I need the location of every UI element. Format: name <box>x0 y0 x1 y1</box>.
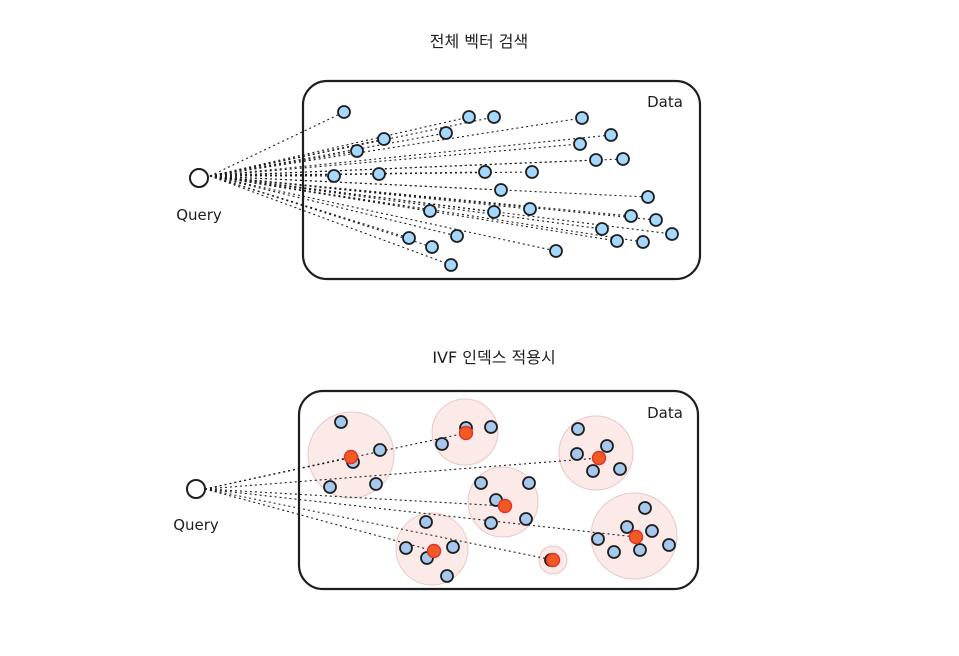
vector-point <box>484 516 498 530</box>
vector-point <box>616 152 630 166</box>
centroid-point <box>343 449 359 465</box>
full-search-title: 전체 벡터 검색 <box>430 32 529 51</box>
query-node-full <box>189 168 209 188</box>
connection-line <box>209 175 603 230</box>
vector-point <box>662 538 676 552</box>
vector-point <box>323 480 337 494</box>
vector-point <box>575 111 589 125</box>
connection-line <box>209 175 458 237</box>
centroid-point <box>545 552 561 568</box>
vector-point <box>549 244 563 258</box>
ivf-search-title: IVF 인덱스 적용시 <box>432 348 555 367</box>
vector-point <box>571 422 585 436</box>
vector-point <box>350 144 364 158</box>
vector-point <box>589 153 603 167</box>
vector-point <box>523 202 537 216</box>
vector-point <box>423 204 437 218</box>
vector-point <box>636 235 650 249</box>
centroid-connection-line <box>204 488 506 507</box>
vector-point <box>645 524 659 538</box>
vector-point <box>444 258 458 272</box>
vector-point <box>613 462 627 476</box>
vector-point <box>399 541 413 555</box>
connection-line <box>209 175 433 248</box>
vector-point <box>522 476 536 490</box>
vector-point <box>638 501 652 515</box>
vector-point <box>607 545 621 559</box>
connection-line <box>209 116 470 177</box>
connection-line <box>209 175 531 210</box>
vector-point <box>487 110 501 124</box>
connection-line <box>209 175 644 243</box>
centroid-connection-line <box>204 488 554 561</box>
connection-line <box>209 158 624 177</box>
connection-line <box>209 175 618 242</box>
query-node-ivf <box>186 479 206 499</box>
vector-point <box>373 443 387 457</box>
connection-line <box>209 171 533 177</box>
cluster-centroids <box>343 425 644 568</box>
full-search-section: 전체 벡터 검색 Data Query <box>176 32 702 281</box>
centroid-point <box>628 529 644 545</box>
vector-point <box>487 205 501 219</box>
vector-point <box>369 477 383 491</box>
vector-point <box>337 105 351 119</box>
ivf-search-section: IVF 인덱스 적용시 Data Query <box>173 348 700 591</box>
query-connections-ivf <box>204 432 637 561</box>
vector-point <box>402 231 416 245</box>
vector-point <box>484 420 498 434</box>
query-label-ivf: Query <box>173 516 219 534</box>
vector-point <box>525 165 539 179</box>
vector-point <box>327 169 341 183</box>
vector-point <box>595 222 609 236</box>
vector-point <box>372 167 386 181</box>
vector-point <box>435 437 449 451</box>
vector-point <box>586 464 600 478</box>
vector-point <box>600 439 614 453</box>
vector-point <box>665 227 679 241</box>
centroid-connection-line <box>204 488 637 538</box>
connection-line <box>209 175 649 198</box>
vector-point <box>573 137 587 151</box>
vector-point <box>425 240 439 254</box>
vector-point <box>478 165 492 179</box>
vector-point <box>570 447 584 461</box>
vector-point <box>604 128 618 142</box>
vectors-full <box>327 105 679 272</box>
query-label-full: Query <box>176 206 222 224</box>
vector-point <box>641 190 655 204</box>
centroid-point <box>591 450 607 466</box>
centroid-point <box>426 543 442 559</box>
data-label-full: Data <box>647 93 683 111</box>
connection-line <box>209 143 581 177</box>
vector-point <box>649 213 663 227</box>
vector-point <box>419 515 433 529</box>
vector-point <box>620 520 634 534</box>
connection-line <box>209 134 612 177</box>
vector-point <box>446 540 460 554</box>
vector-point <box>439 126 453 140</box>
vector-point <box>591 532 605 546</box>
vector-point <box>474 476 488 490</box>
vector-point <box>519 512 533 526</box>
vector-point <box>624 209 638 223</box>
vector-point <box>610 234 624 248</box>
centroid-point <box>497 498 513 514</box>
query-connections-full <box>209 111 673 266</box>
vector-point <box>334 415 348 429</box>
connection-line <box>209 175 557 252</box>
centroid-connection-line <box>204 457 600 490</box>
vector-point <box>450 229 464 243</box>
data-label-ivf: Data <box>647 404 683 422</box>
data-panel-full <box>301 79 702 281</box>
vector-point <box>377 132 391 146</box>
vector-point <box>633 543 647 557</box>
vector-point <box>462 110 476 124</box>
vector-point <box>440 569 454 583</box>
centroid-point <box>458 425 474 441</box>
vector-point <box>494 183 508 197</box>
